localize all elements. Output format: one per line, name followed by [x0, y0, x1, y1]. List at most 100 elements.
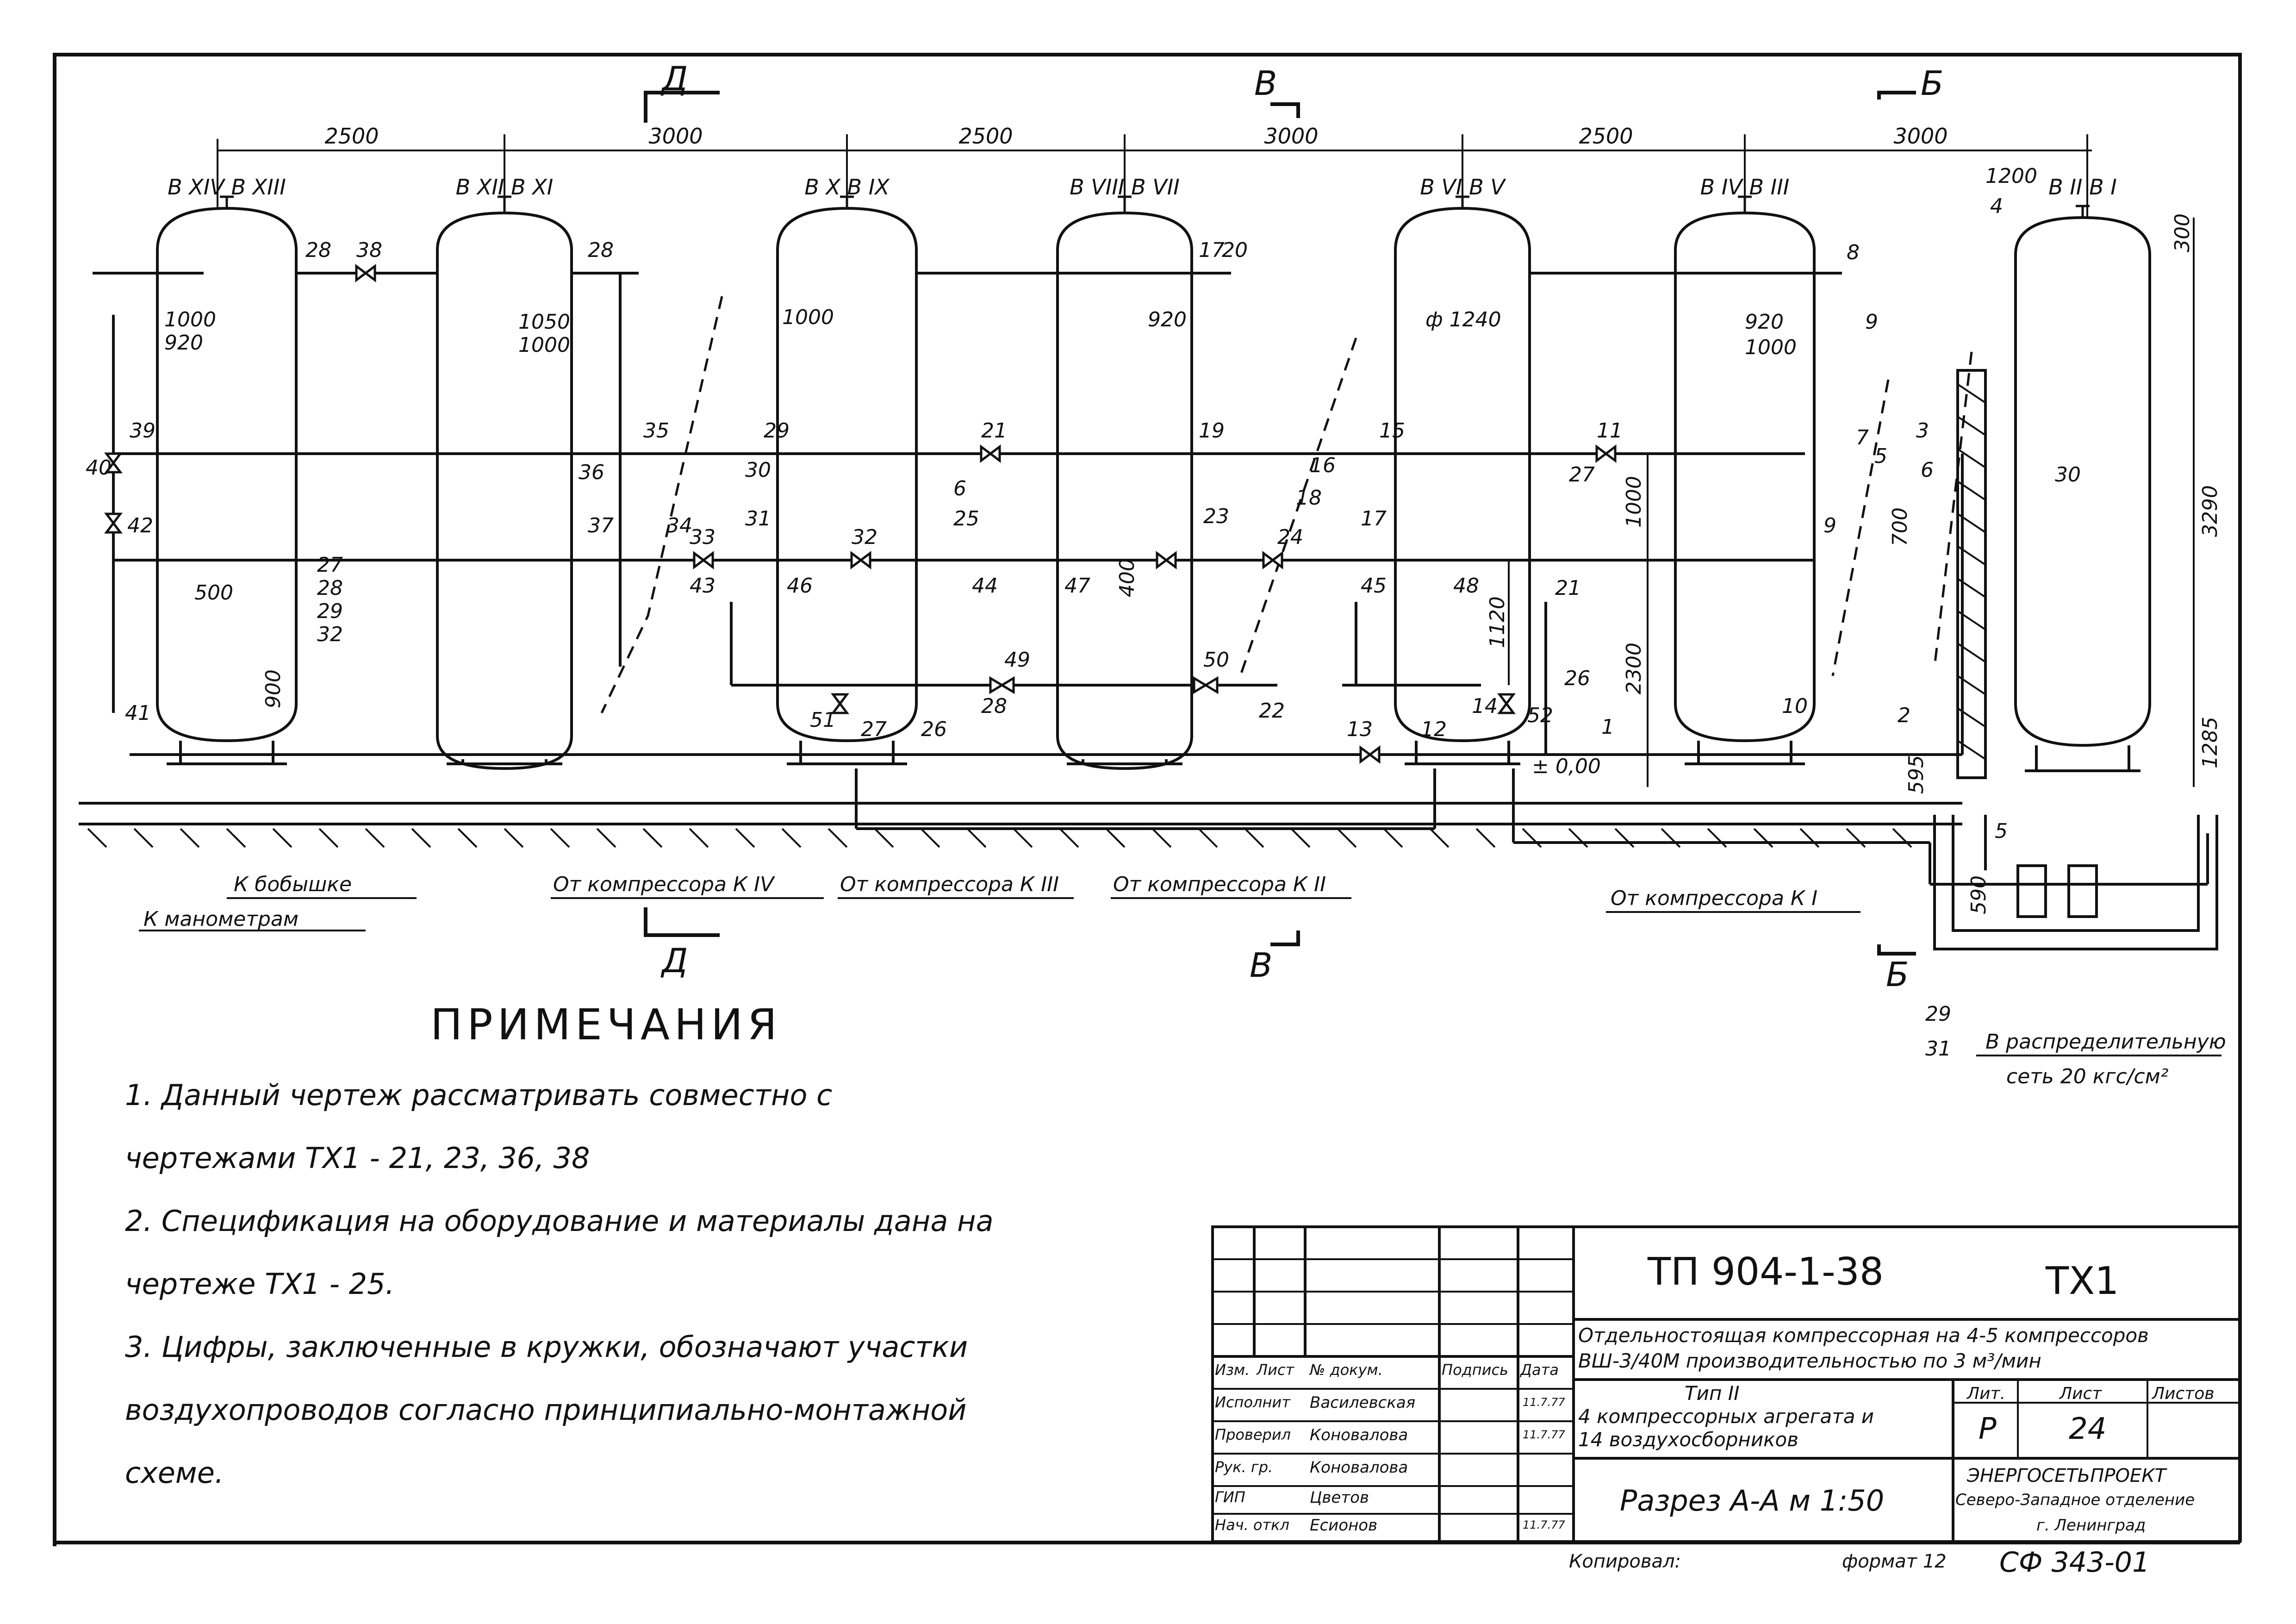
- num-28c: 28: [981, 694, 1007, 718]
- tb-sheet-value: 24: [2069, 1412, 2107, 1446]
- num-35: 35: [643, 419, 669, 443]
- note-line-2: чертежами ТХ1 - 21, 23, 36, 38: [125, 1141, 590, 1175]
- dim-1000-v: 1000: [1622, 476, 1646, 528]
- tb-role-2: Проверил: [1215, 1426, 1291, 1443]
- num-52: 52: [1527, 704, 1553, 727]
- num-39: 39: [130, 419, 156, 443]
- num-18: 18: [1296, 486, 1322, 510]
- local-dimensions: 1200 300 1000 920 1050 1000 1000 920 ф 1…: [164, 164, 2222, 914]
- dim-1285: 1285: [2198, 717, 2222, 768]
- tb-org-3: г. Ленинград: [2036, 1516, 2146, 1535]
- tb-role-4: ГИП: [1215, 1488, 1245, 1506]
- callouts: К бобышке К манометрам От компрессора К …: [139, 873, 2226, 1088]
- tb-sheets-label: Листов: [2152, 1384, 2215, 1403]
- receiver-6-5: [1394, 206, 1531, 743]
- tb-head-sign: Подпись: [1442, 1361, 1508, 1379]
- dim-3000-c: 3000: [1893, 124, 1948, 149]
- vertical-dimensions: [1508, 218, 2195, 787]
- section-mark-b-bottom: Б: [1886, 955, 1909, 994]
- num-49: 49: [1004, 648, 1030, 672]
- dimension-texts: 2500 3000 2500 3000 2500 3000: [324, 124, 1948, 149]
- section-mark-b-top: Б: [1921, 64, 1943, 103]
- num-28b: 28: [588, 238, 614, 262]
- num-15: 15: [1379, 419, 1405, 443]
- note-line-5: 3. Цифры, заключенные в кружки, обознача…: [125, 1330, 968, 1364]
- level-mark: ± 0,00: [1532, 755, 1601, 778]
- receiver-top-nozzles: [220, 195, 2090, 218]
- tb-project: ТП 904-1-38: [1648, 1250, 1884, 1294]
- dim-300: 300: [2171, 213, 2194, 252]
- receiver-4-3: [1674, 211, 1816, 743]
- num-22: 22: [1259, 699, 1285, 723]
- dim-500: 500: [194, 581, 233, 605]
- valve-52: [1497, 693, 1516, 714]
- num-9b: 9: [1823, 514, 1836, 537]
- dim-3000-b: 3000: [1264, 124, 1318, 149]
- valve-25: [1156, 551, 1177, 569]
- section-marks: [644, 91, 1916, 956]
- num-3: 3: [1916, 419, 1929, 443]
- valve-11: [1595, 444, 1617, 463]
- callout-from-k3: От компрессора К III: [840, 873, 1059, 896]
- pipelines: [93, 272, 2209, 886]
- num-16: 16: [1310, 454, 1336, 477]
- num-31: 31: [745, 507, 771, 531]
- num-4: 4: [1990, 194, 2003, 218]
- tb-name-1: Василевская: [1310, 1393, 1416, 1412]
- num-32: 32: [852, 525, 877, 549]
- num-30b: 30: [2055, 463, 2081, 487]
- tb-content-1: 4 компрессорных агрегата и: [1578, 1405, 1874, 1428]
- num-36: 36: [579, 461, 604, 484]
- dim-400: 400: [1115, 558, 1139, 597]
- dim-1120: 1120: [1486, 596, 1509, 648]
- dim-920-c: 920: [1745, 310, 1784, 334]
- num-27c: 27: [317, 553, 343, 577]
- num-5: 5: [1874, 444, 1887, 468]
- tb-head-izm: Изм.: [1215, 1361, 1250, 1379]
- num-6b: 6: [1921, 458, 1934, 482]
- receiver-14-13: [156, 206, 298, 743]
- num-8: 8: [1847, 241, 1860, 264]
- valve-32: [850, 551, 871, 569]
- receiver-labels: В XIV В XIII В XII В XI В X В IX В VIII …: [168, 175, 2117, 200]
- valve-49: [989, 676, 1015, 694]
- num-2: 2: [1898, 704, 1910, 727]
- note-line-7: схеме.: [125, 1456, 224, 1490]
- dim-2500-c: 2500: [1579, 124, 1633, 149]
- num-51: 51: [810, 708, 836, 732]
- receiver-2-1: [2014, 216, 2151, 747]
- num-44: 44: [972, 574, 998, 598]
- receiver-label-8-7: В VIII В VII: [1070, 175, 1180, 200]
- num-37: 37: [588, 514, 614, 537]
- dim-2300: 2300: [1622, 643, 1646, 694]
- dim-3290: 3290: [2198, 485, 2222, 537]
- receiver-supports: [167, 741, 2140, 772]
- tb-head-date: Дата: [1520, 1361, 1559, 1379]
- num-14: 14: [1472, 694, 1498, 718]
- title-block: [1211, 1225, 2241, 1543]
- floor-hatch: [87, 828, 1912, 848]
- dim-1000-c: 1000: [782, 306, 834, 329]
- num-25: 25: [953, 507, 979, 531]
- valve-21: [980, 444, 1001, 463]
- dim-1000-a: 1000: [164, 308, 216, 331]
- note-line-4: чертеже ТХ1 - 25.: [125, 1267, 395, 1301]
- num-12: 12: [1421, 718, 1447, 741]
- num-33: 33: [690, 525, 716, 549]
- num-21b: 21: [1555, 576, 1581, 600]
- position-numbers: 38 28 28 20 17 8 9 4 39 40 42 35 36 37 3…: [86, 194, 2081, 843]
- wall-column: [1956, 369, 1987, 779]
- num-26: 26: [921, 718, 947, 741]
- dim-2500-a: 2500: [324, 124, 379, 149]
- callout-ref-31: 31: [1925, 1037, 1951, 1061]
- valve-24: [1262, 551, 1283, 569]
- valve-38: [355, 264, 376, 282]
- num-17: 17: [1199, 238, 1225, 262]
- tb-content-2: 14 воздухосборников: [1578, 1428, 1798, 1451]
- supply-lines: [600, 296, 1973, 714]
- num-1: 1: [1601, 715, 1614, 739]
- num-17b: 17: [1361, 507, 1387, 531]
- num-34: 34: [666, 514, 692, 537]
